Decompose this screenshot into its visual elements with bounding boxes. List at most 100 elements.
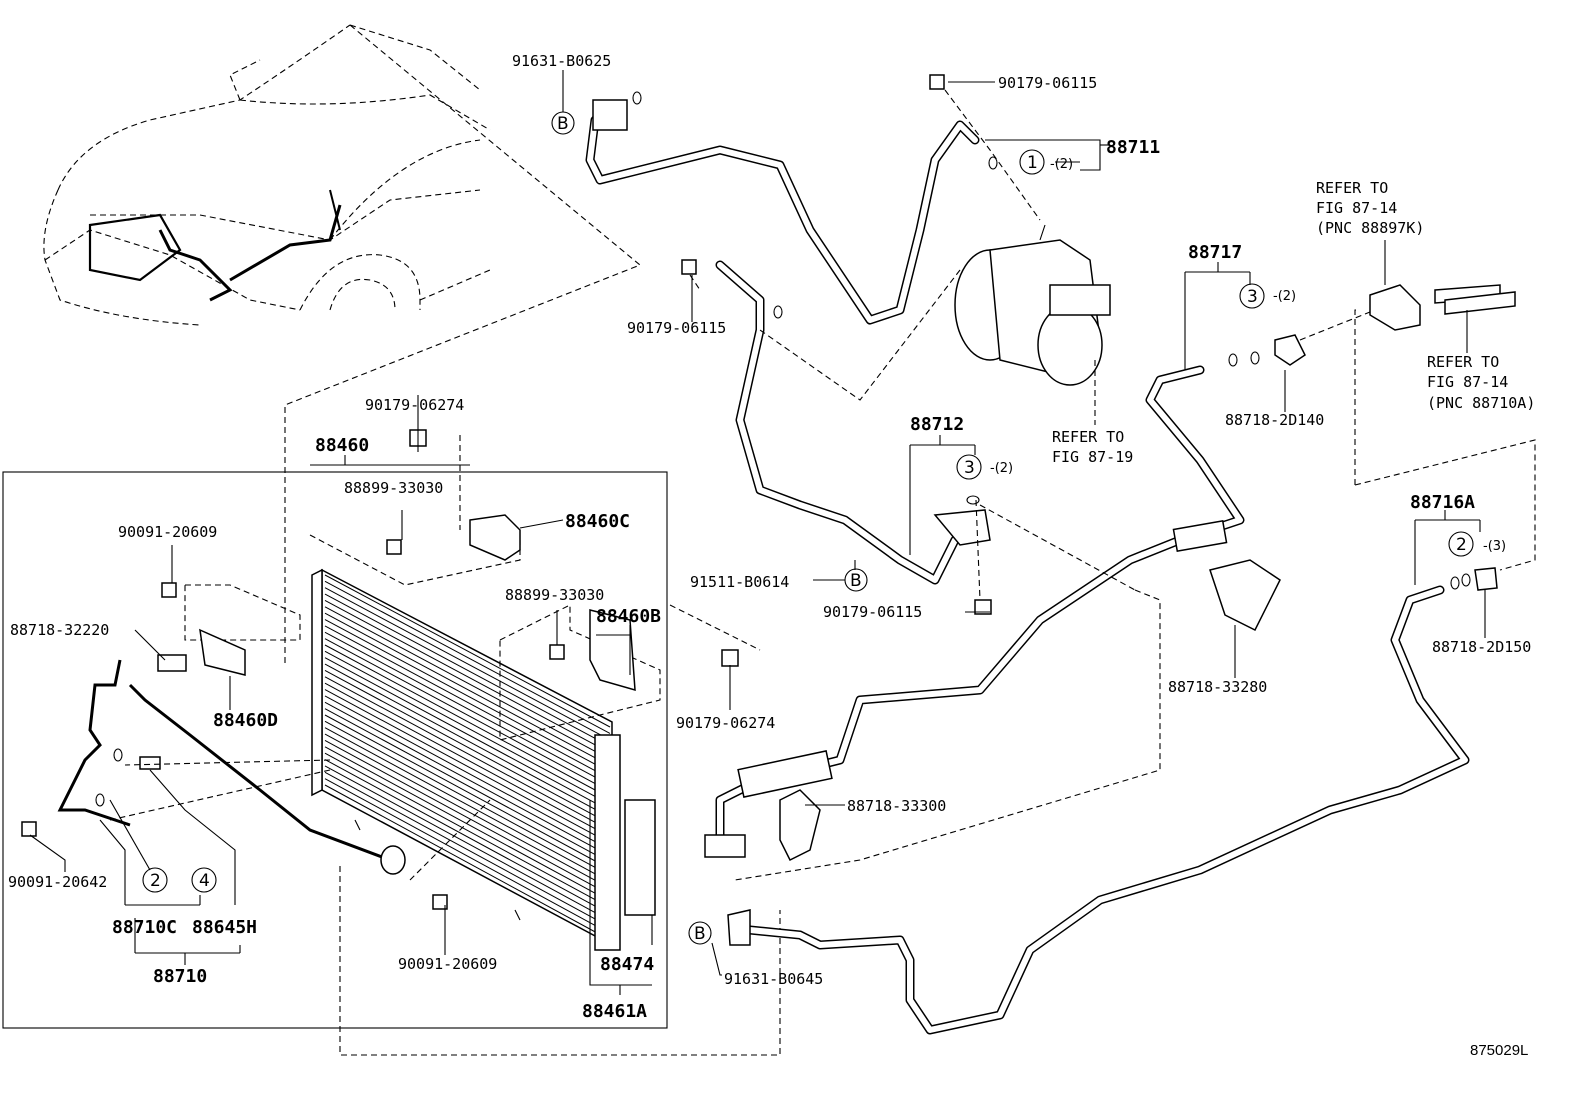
label-91631-b0645: 91631-B0645 bbox=[724, 970, 823, 988]
label-90179-06274-b: 90179-06274 bbox=[676, 714, 775, 732]
condenser-fin bbox=[324, 727, 611, 883]
label-91631-b0625: 91631-B0625 bbox=[512, 52, 611, 70]
marker-2-icon: 2 bbox=[1448, 531, 1474, 557]
condenser-fin bbox=[324, 720, 611, 876]
condenser-fin bbox=[324, 759, 611, 915]
label-90091-20642: 90091-20642 bbox=[8, 873, 107, 891]
condenser-fin bbox=[324, 593, 611, 747]
diagram-id: 875029L bbox=[1470, 1042, 1528, 1059]
label-88461a: 88461A bbox=[582, 1001, 647, 1022]
condenser-fin bbox=[324, 752, 611, 909]
label-90091-20609-b: 90091-20609 bbox=[398, 955, 497, 973]
condenser-fin bbox=[324, 625, 611, 780]
label-88717: 88717 bbox=[1188, 242, 1242, 263]
label-88718-33300: 88718-33300 bbox=[847, 797, 946, 815]
label-88474: 88474 bbox=[600, 954, 654, 975]
condenser-fin bbox=[324, 689, 611, 844]
compressor bbox=[954, 224, 1111, 386]
refer-line-3: (PNC 88710A) bbox=[1427, 394, 1535, 412]
vehicle-outline bbox=[43, 24, 491, 326]
refer-line-1: REFER TO bbox=[1052, 428, 1124, 446]
marker-b-icon: B bbox=[844, 568, 868, 592]
label-90179-06274-a: 90179-06274 bbox=[365, 396, 464, 414]
condenser-fin bbox=[324, 746, 611, 902]
condenser-fin bbox=[324, 580, 611, 734]
label-88711-qty: -(2) bbox=[1050, 157, 1073, 172]
label-88718-32220: 88718-32220 bbox=[10, 621, 109, 639]
label-88899-33030-b: 88899-33030 bbox=[505, 586, 604, 604]
refer-to-88710a[interactable]: REFER TO FIG 87-14 (PNC 88710A) bbox=[1427, 353, 1535, 412]
condenser-fin bbox=[324, 733, 611, 889]
condenser-core bbox=[311, 568, 656, 951]
label-88460: 88460 bbox=[315, 435, 369, 456]
condenser-fin bbox=[324, 778, 611, 934]
condenser-fin bbox=[324, 676, 611, 831]
svg-text:2: 2 bbox=[150, 871, 161, 891]
bracket-88460d bbox=[199, 628, 246, 676]
marker-b-icon: B bbox=[688, 921, 712, 945]
marker-1-icon: 1 bbox=[1019, 149, 1045, 175]
label-91511-b0614: 91511-B0614 bbox=[690, 573, 789, 591]
svg-text:2: 2 bbox=[1456, 535, 1467, 555]
label-88710c: 88710C bbox=[112, 917, 177, 938]
svg-text:B: B bbox=[557, 114, 569, 134]
bracket-88460c bbox=[469, 514, 521, 561]
label-88718-33280: 88718-33280 bbox=[1168, 678, 1267, 696]
label-88712: 88712 bbox=[910, 414, 964, 435]
condenser-fin bbox=[324, 714, 611, 870]
hose-88711 bbox=[585, 99, 980, 325]
condenser-fin bbox=[324, 606, 611, 760]
condenser-fin bbox=[324, 650, 611, 805]
bracket-88460b bbox=[589, 609, 636, 692]
refer-line-2: FIG 87-19 bbox=[1052, 448, 1133, 466]
sensor-88718-32220 bbox=[157, 654, 187, 672]
condenser-fin bbox=[324, 708, 611, 863]
label-88460b: 88460B bbox=[596, 606, 661, 627]
condenser-fin bbox=[324, 574, 611, 728]
svg-text:3: 3 bbox=[1247, 287, 1258, 307]
svg-text:B: B bbox=[694, 924, 706, 944]
fitting-88897k bbox=[1369, 284, 1421, 331]
condenser-fin bbox=[324, 638, 611, 792]
refer-to-88897k[interactable]: REFER TO FIG 87-14 (PNC 88897K) bbox=[1316, 179, 1424, 237]
svg-text:1: 1 bbox=[1027, 153, 1038, 173]
refer-line-3: (PNC 88897K) bbox=[1316, 219, 1424, 237]
refer-to-fig-87-19[interactable]: REFER TO FIG 87-19 bbox=[1052, 428, 1133, 466]
condenser-fin bbox=[324, 587, 611, 741]
bolt-icon bbox=[21, 74, 992, 910]
pressure-switch-88645h bbox=[139, 756, 161, 770]
hose-88717 bbox=[704, 365, 1245, 858]
label-88717-qty: -(2) bbox=[1273, 289, 1296, 304]
label-90179-06115-b: 90179-06115 bbox=[627, 319, 726, 337]
condenser-fin bbox=[324, 740, 611, 896]
condenser-fin bbox=[324, 644, 611, 799]
condenser-fin bbox=[324, 682, 611, 838]
condenser-fin bbox=[324, 765, 611, 922]
receiver-dryer bbox=[624, 799, 656, 916]
clamp-88718-33280 bbox=[1209, 559, 1281, 632]
label-88711: 88711 bbox=[1106, 137, 1160, 158]
nut-88718-2d140 bbox=[1274, 334, 1306, 366]
label-88460c: 88460C bbox=[565, 511, 630, 532]
label-88718-2d150: 88718-2D150 bbox=[1432, 638, 1531, 656]
condenser-fin bbox=[324, 771, 611, 928]
condenser-fin bbox=[324, 619, 611, 773]
marker-3-icon: 3 bbox=[1239, 283, 1265, 309]
svg-text:B: B bbox=[850, 571, 862, 591]
o-ring-icon bbox=[95, 91, 1471, 807]
label-90179-06115-a: 90179-06115 bbox=[998, 74, 1097, 92]
svg-text:4: 4 bbox=[199, 871, 210, 891]
label-90091-20609-a: 90091-20609 bbox=[118, 523, 217, 541]
refer-line-2: FIG 87-14 bbox=[1316, 199, 1397, 217]
condenser-fin bbox=[324, 657, 611, 812]
hose-88712 bbox=[715, 260, 991, 585]
clamp-88718-33300 bbox=[779, 789, 821, 862]
label-88645h: 88645H bbox=[192, 917, 257, 938]
label-88899-33030-a: 88899-33030 bbox=[344, 479, 443, 497]
condenser-fin bbox=[324, 600, 611, 754]
label-90179-06115-c: 90179-06115 bbox=[823, 603, 922, 621]
refer-line-2: FIG 87-14 bbox=[1427, 373, 1508, 391]
nut-88718-2d150 bbox=[1474, 567, 1498, 591]
